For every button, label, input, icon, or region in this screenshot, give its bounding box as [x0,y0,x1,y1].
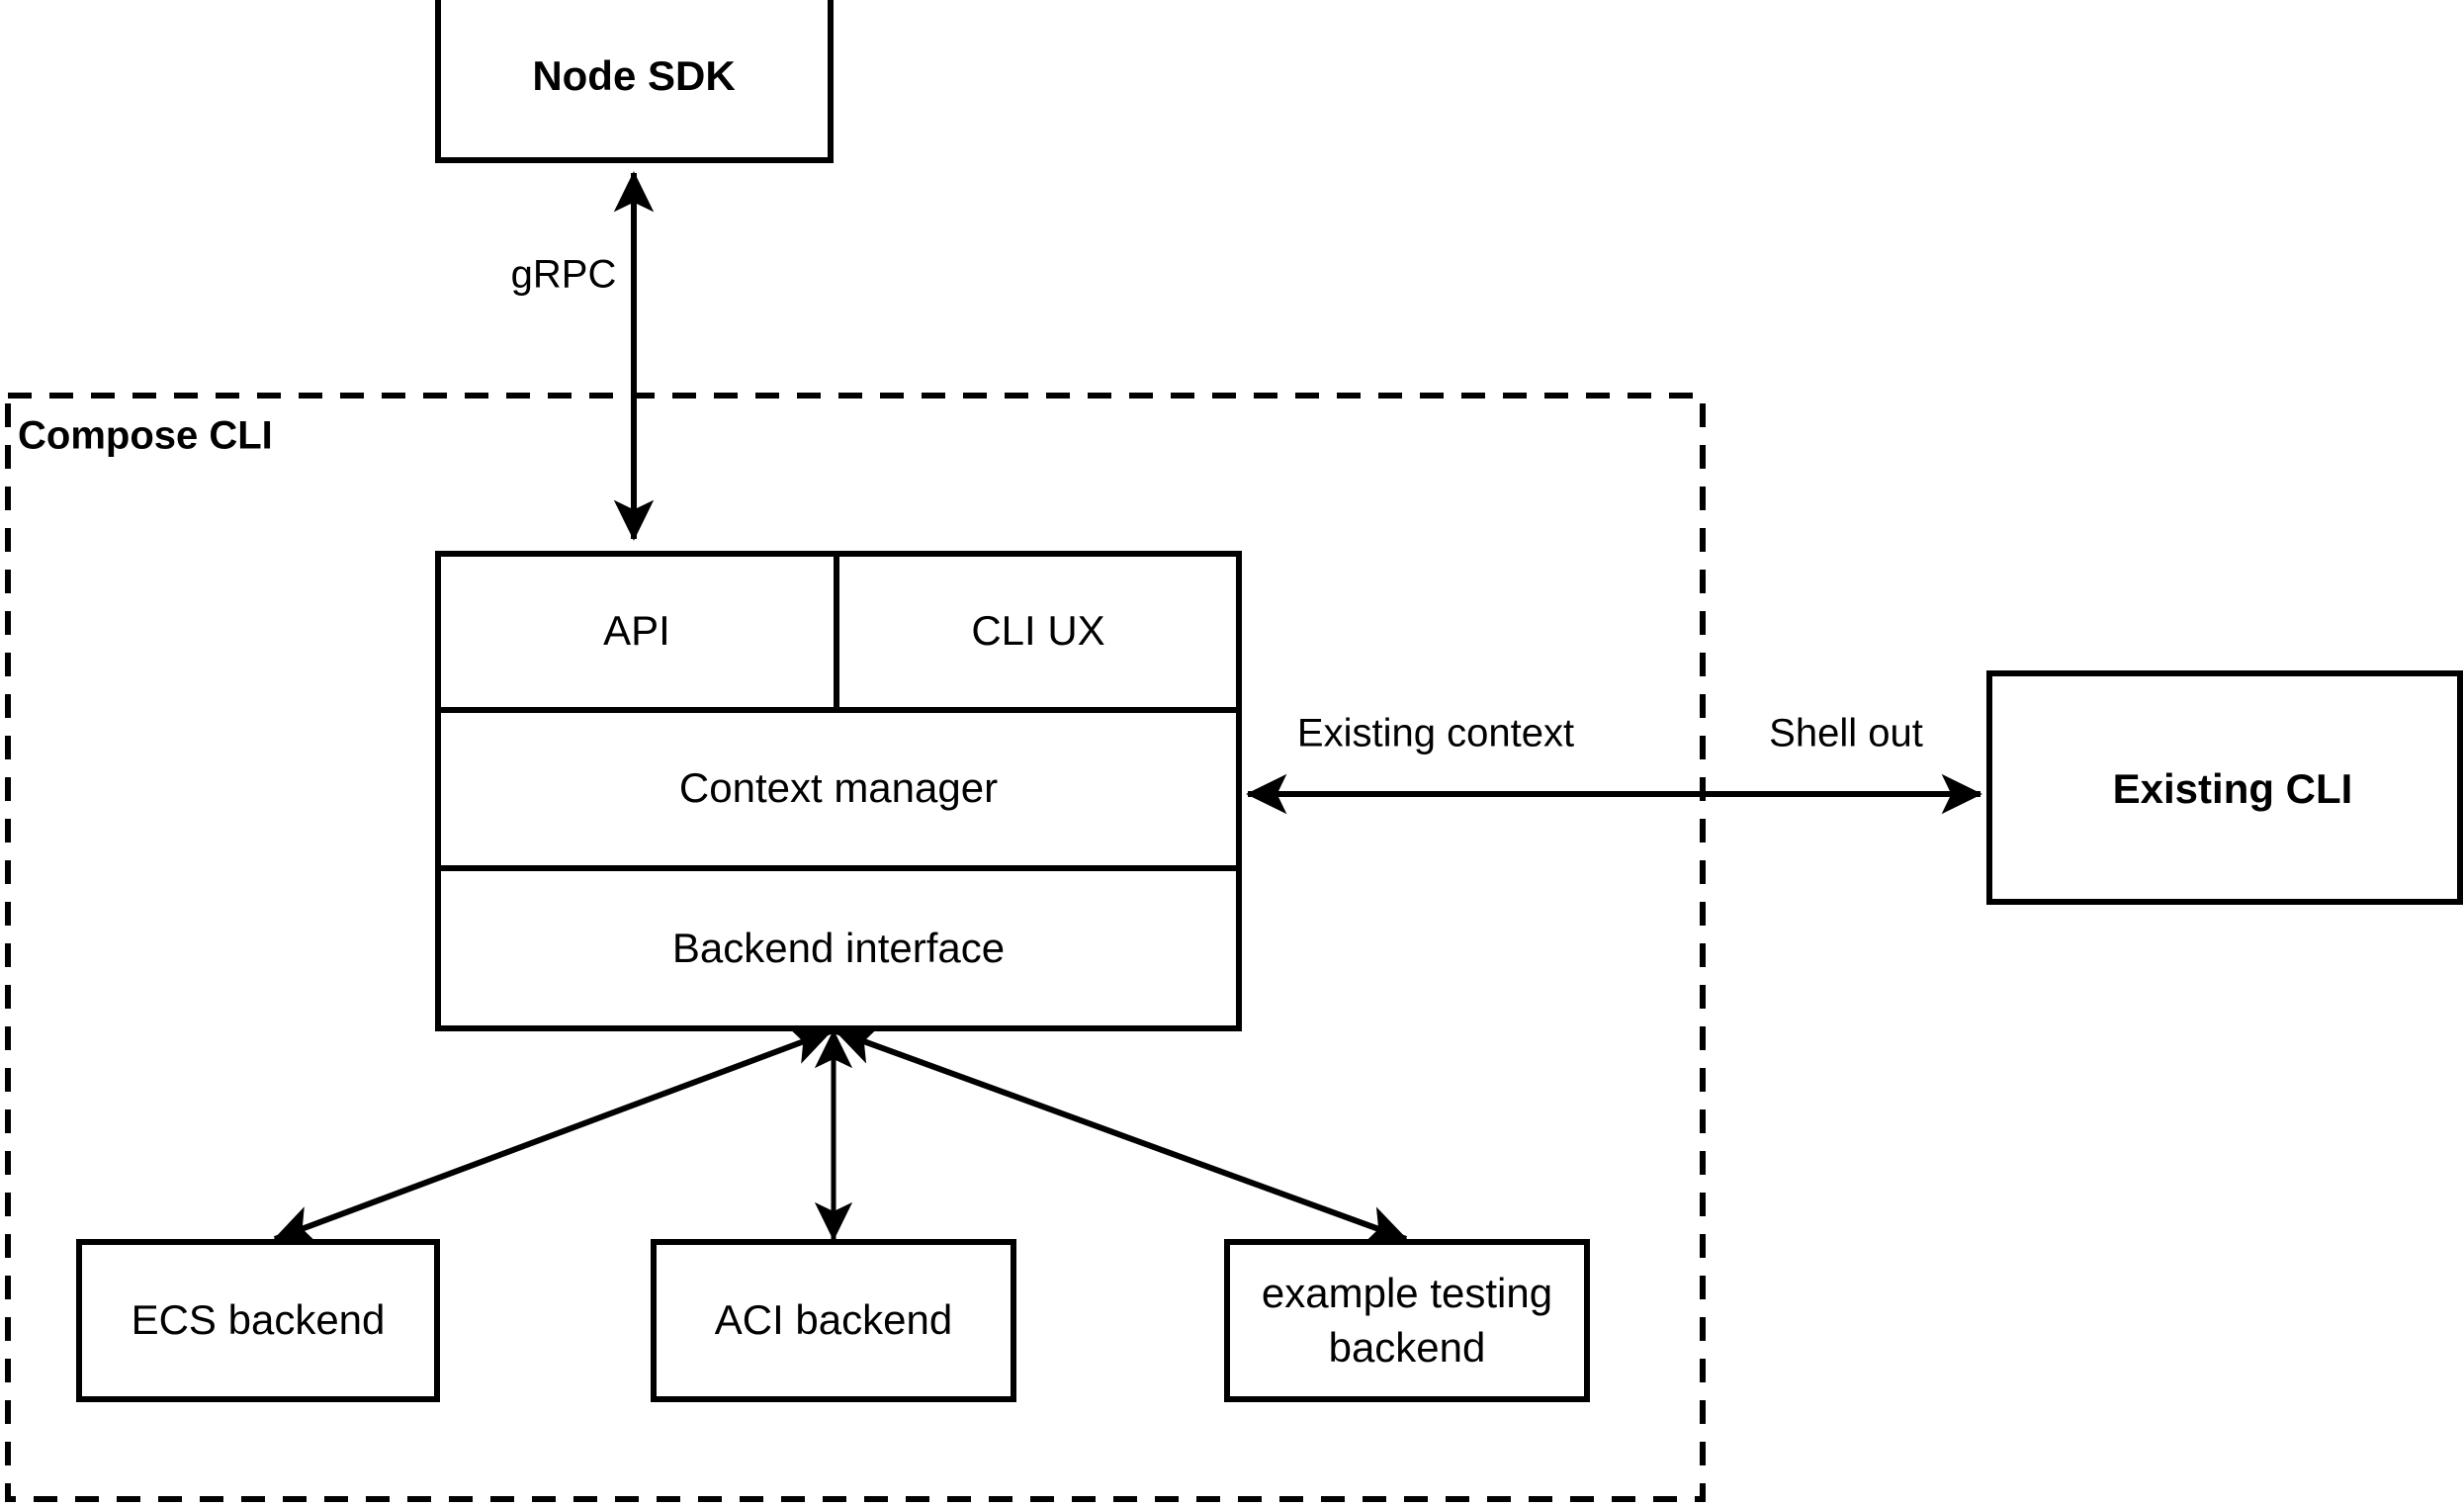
existing-cli-label: Existing CLI [2113,765,2353,812]
cli-ux-label: CLI UX [971,607,1104,654]
api-label: API [603,607,670,654]
example-testing-backend-label-line1: example testing [1262,1270,1552,1316]
example-testing-backend-label-line2: backend [1329,1324,1486,1371]
context-manager-label: Context manager [679,764,998,811]
backend-interface-label: Backend interface [672,925,1005,971]
existing-cli-box[interactable] [1986,670,2463,905]
compose-cli-group-label: Compose CLI [18,414,273,458]
backend-to-ecs-connector [273,1025,833,1245]
aci-backend-box[interactable] [651,1239,1016,1402]
backend-to-example-connector [835,1025,1408,1245]
existing-context-edge-label: Existing context [1297,712,1574,755]
compose-cli-group-border [5,393,1706,1502]
node-sdk-label: Node SDK [532,52,735,99]
ecs-backend-box[interactable] [76,1239,440,1402]
grpc-edge-label: gRPC [511,253,617,297]
example-testing-backend-box[interactable] [1224,1239,1590,1402]
ecs-backend-label: ECS backend [132,1296,386,1343]
aci-backend-label: ACI backend [715,1296,952,1343]
shell-out-edge-label: Shell out [1769,712,1923,755]
node-sdk-box[interactable] [435,0,834,163]
